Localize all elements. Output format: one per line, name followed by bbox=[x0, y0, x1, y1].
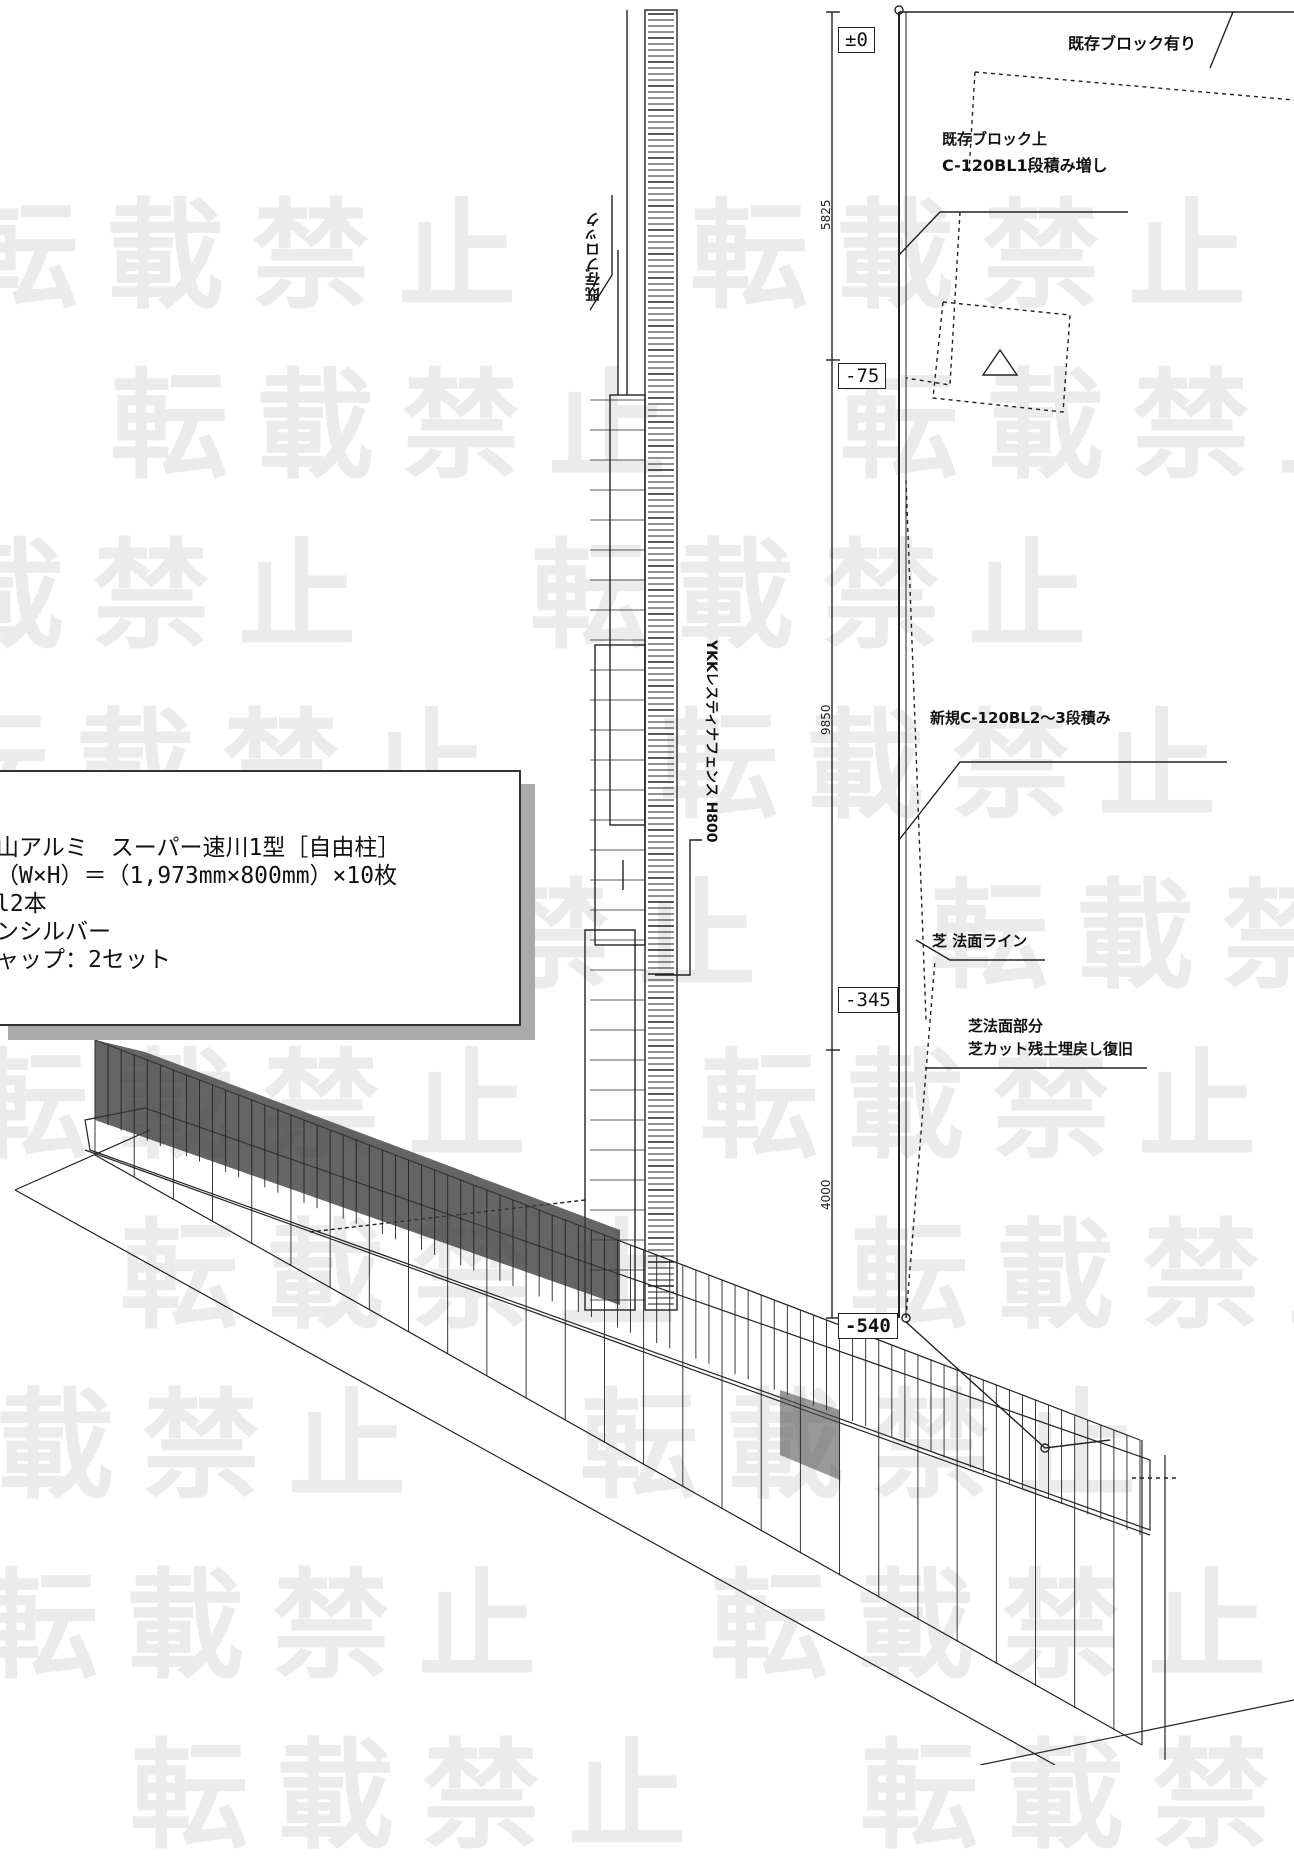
fence-end-panel bbox=[780, 1390, 840, 1480]
watermark-text: 転載禁止 転載禁止 bbox=[0, 527, 1115, 665]
level-minus-345: -345 bbox=[838, 987, 898, 1013]
label-fence-vertical: YKKレスティナフェンス H800 bbox=[703, 640, 719, 843]
label-slope-part-2: 芝カット残土埋戻し復旧 bbox=[968, 1040, 1134, 1058]
fence-column-plan bbox=[590, 9, 678, 1311]
label-block-vertical: 既存ブロック bbox=[584, 212, 602, 302]
plan-drawing bbox=[14, 5, 1294, 1765]
spec-line-2: （W×H）＝（1,973mm×800mm）×10枚 bbox=[0, 863, 398, 889]
watermark-text: 転載禁止 転載禁止 bbox=[0, 1377, 1165, 1515]
label-existing-block-top-2: C-120BL1段積み増し bbox=[942, 156, 1108, 175]
level-minus-540: -540 bbox=[838, 1313, 898, 1339]
dimension-4000: 4000 bbox=[819, 1179, 833, 1210]
watermark-text: 転載禁止 転載禁止 bbox=[120, 1207, 1294, 1345]
label-new-block: 新規C-120BL2〜3段積み bbox=[930, 709, 1111, 727]
label-slope-part-1: 芝法面部分 bbox=[968, 1017, 1044, 1035]
fence-shadow-panel bbox=[95, 1040, 620, 1305]
block-column-plan bbox=[584, 10, 646, 1311]
spec-box: 山アルミ スーパー速川1型［自由柱］ （W×H）＝（1,973mm×800mm）… bbox=[0, 770, 521, 1026]
label-existing-block: 既存ブロック有り bbox=[1068, 34, 1197, 53]
watermark-text: 転載禁止 転載禁止 bbox=[110, 357, 1294, 495]
label-existing-block-top: 既存ブロック上 bbox=[942, 130, 1048, 148]
perspective-fill bbox=[94, 1040, 1141, 1731]
watermark-text: 転載禁止 転載禁止 bbox=[0, 187, 1275, 325]
label-slope-line: 芝 法面ライン bbox=[932, 932, 1028, 950]
dimension-5825: 5825 bbox=[819, 199, 833, 230]
spec-line-4: ンシルバー bbox=[0, 919, 111, 945]
level-minus-75: -75 bbox=[838, 363, 887, 389]
dimension-9850: 9850 bbox=[819, 704, 833, 735]
watermark-text: 転載禁止 転載禁止 bbox=[0, 1557, 1294, 1695]
spec-line-5: ャップ：2セット bbox=[0, 947, 171, 973]
spec-line-3: l2本 bbox=[0, 891, 47, 917]
level-top: ±0 bbox=[838, 27, 875, 53]
spec-line-1: 山アルミ スーパー速川1型［自由柱］ bbox=[0, 835, 401, 861]
fence-plan-outline bbox=[644, 9, 678, 1311]
